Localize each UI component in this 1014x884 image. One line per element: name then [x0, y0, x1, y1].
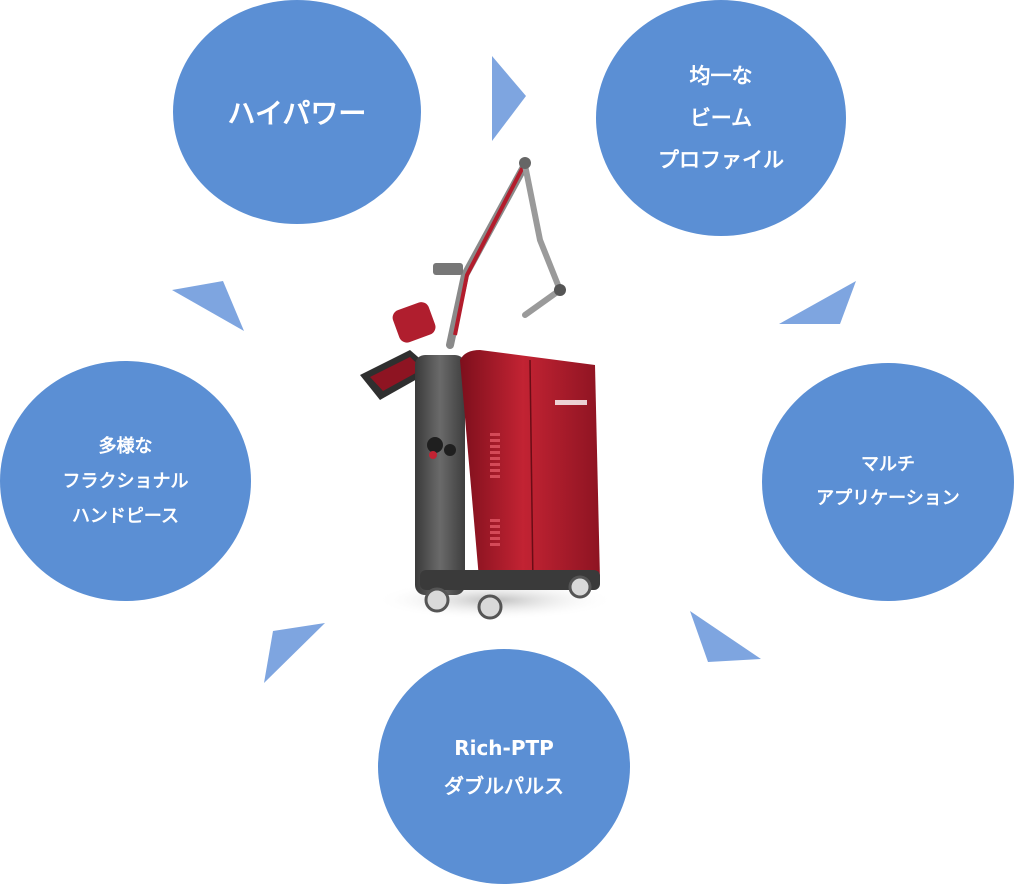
feature-multi-application-line-2: アプリケーション [816, 488, 960, 509]
feature-multi-application-line-1: マルチ [861, 454, 915, 475]
feature-beam-profile-line-3: プロファイル [658, 148, 784, 172]
feature-rich-ptp: Rich-PTP ダブルパルス [378, 649, 630, 884]
arrow-left-upper [172, 281, 244, 331]
arrow-top [492, 56, 526, 141]
feature-multi-application: マルチ アプリケーション [762, 363, 1014, 601]
feature-rich-ptp-line-2: ダブルパルス [444, 773, 564, 798]
laser-device-image [360, 157, 615, 620]
feature-fractional-handpiece-line-3: ハンドピース [71, 505, 180, 527]
feature-high-power: ハイパワー [173, 0, 421, 224]
feature-rich-ptp-line-1: Rich-PTP [454, 735, 554, 760]
arrow-right-lower [690, 611, 761, 662]
feature-fractional-handpiece: 多様な フラクショナル ハンドピース [0, 361, 251, 601]
feature-fractional-handpiece-line-1: 多様な [98, 435, 153, 457]
feature-fractional-handpiece-line-2: フラクショナル [62, 470, 189, 492]
feature-beam-profile: 均一な ビーム プロファイル [596, 0, 846, 236]
arrow-right-upper [779, 281, 856, 324]
feature-beam-profile-line-1: 均一な [689, 64, 753, 88]
feature-beam-profile-line-2: ビーム [689, 106, 753, 130]
arrow-left-lower [264, 623, 325, 683]
feature-high-power-line-1: ハイパワー [227, 97, 367, 130]
